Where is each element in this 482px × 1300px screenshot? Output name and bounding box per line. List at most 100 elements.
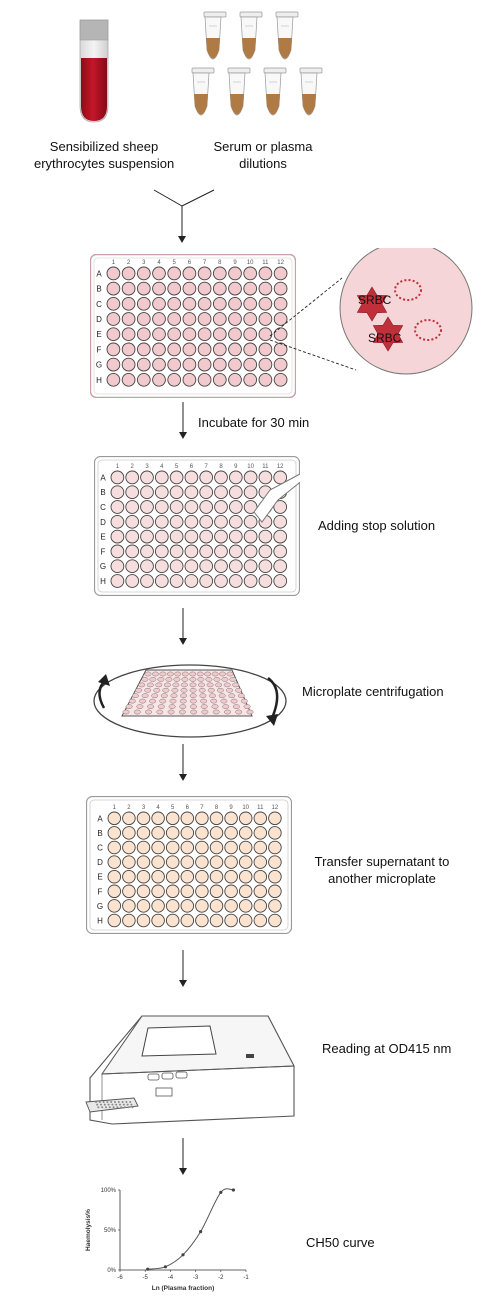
plate-well: [273, 574, 288, 588]
plate-column-label: 1: [116, 464, 120, 470]
plate-well: [172, 682, 180, 688]
plate-column-label: 4: [160, 464, 164, 470]
plate-well: [130, 1103, 133, 1106]
plate-well: [243, 342, 258, 357]
plate-column-label: 7: [200, 805, 204, 811]
plate-well: [212, 357, 227, 372]
plate-well: [160, 693, 168, 699]
plate-well: [136, 899, 151, 913]
x-tick-label: -1: [243, 1275, 249, 1281]
arrow-down-icon: [179, 950, 187, 987]
plate-well: [154, 574, 169, 588]
plate-well: [195, 811, 209, 826]
plate-well: [106, 327, 121, 342]
plate-well: [199, 485, 214, 500]
merge-arrow: [153, 189, 215, 243]
plate-well: [110, 574, 125, 588]
plate-well: [98, 1101, 101, 1103]
plate-row-label: G: [97, 902, 103, 911]
plate-well: [121, 342, 136, 357]
plate-well: [228, 470, 243, 485]
srbc-cell-icon: [372, 316, 404, 352]
plate-well: [219, 671, 226, 677]
step-curve: CH50 curve: [306, 1235, 375, 1250]
plate-well: [110, 544, 125, 559]
plate-well: [253, 899, 268, 913]
plate-well: [125, 559, 140, 574]
plate-well: [224, 811, 238, 826]
pipette-arrow-icon: [253, 473, 300, 523]
plate-well: [122, 899, 136, 913]
plate-well: [238, 884, 253, 899]
plate-well: [135, 687, 143, 693]
plate-row-label: B: [96, 285, 101, 294]
plate-well: [228, 574, 243, 588]
plate-well: [197, 296, 212, 311]
plate-well: [106, 281, 121, 296]
plate-well: [133, 709, 141, 715]
plate-well: [253, 855, 268, 869]
plate-column-label: 11: [262, 260, 269, 266]
plate-well: [144, 671, 152, 677]
plate-well: [184, 470, 199, 485]
plate-well: [153, 687, 161, 693]
plate-well: [110, 500, 125, 514]
plate-well: [189, 677, 197, 682]
plate-well: [228, 296, 242, 311]
plate-well: [110, 559, 125, 574]
plate-well: [243, 357, 258, 372]
plate-column-label: 5: [175, 464, 179, 470]
plate-well: [230, 698, 238, 704]
plate-well: [125, 704, 133, 709]
plate-well: [243, 559, 258, 574]
plate-well: [151, 826, 165, 840]
plate-well: [110, 1101, 113, 1103]
plate-well: [111, 1103, 114, 1106]
plate-well: [152, 671, 159, 677]
plate-column-label: 6: [190, 464, 194, 470]
plate-row-label: H: [100, 577, 106, 586]
plate-well: [214, 485, 228, 500]
plate-well: [152, 312, 166, 326]
plate-well: [228, 485, 243, 500]
arrow-down-icon: [179, 1138, 187, 1175]
plate-well: [140, 559, 154, 574]
plate-well: [122, 884, 136, 899]
plate-well: [147, 704, 155, 709]
plate-well: [121, 266, 136, 281]
data-point: [231, 1188, 235, 1192]
centrifuge-plate: [93, 664, 287, 738]
plate-column-label: 8: [215, 805, 219, 811]
plate-well: [189, 687, 197, 693]
plate-well: [199, 470, 214, 485]
plate-well: [179, 704, 187, 709]
plate-row-label: C: [97, 844, 103, 853]
plate-well: [180, 884, 195, 899]
plate-well: [214, 470, 228, 485]
plate-well: [107, 913, 122, 928]
plate-well: [212, 342, 227, 357]
plate-well: [214, 574, 228, 588]
step-transfer: Transfer supernatant to another micropla…: [314, 854, 450, 886]
plate-well: [180, 826, 195, 840]
plate-well: [169, 574, 184, 588]
plate-well: [122, 869, 136, 884]
plate-well: [96, 1103, 99, 1106]
plate-well: [184, 544, 199, 559]
plate-well: [220, 698, 228, 704]
serum-label: Serum or plasma dilutions: [213, 139, 313, 171]
plate-well: [224, 840, 238, 855]
plate-well: [197, 327, 212, 342]
plate-well: [169, 470, 184, 485]
plate-well: [273, 266, 288, 281]
data-point: [199, 1230, 203, 1234]
plate-well: [238, 869, 253, 884]
plate-well: [180, 811, 195, 826]
plate-well: [228, 327, 242, 342]
plate-well: [115, 1103, 118, 1106]
plate-well: [243, 704, 251, 709]
plate-column-label: 11: [262, 464, 269, 470]
plate-row-label: C: [100, 503, 106, 512]
plate-well: [273, 312, 288, 326]
plate-well: [228, 312, 242, 326]
